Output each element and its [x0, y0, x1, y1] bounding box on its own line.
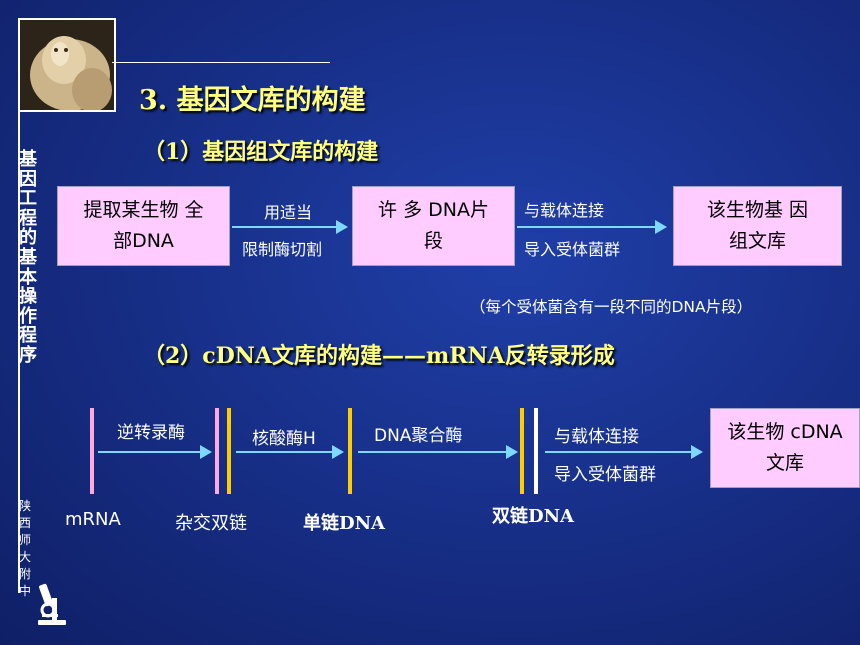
- arrow4-top-label: 与载体连接: [554, 427, 639, 447]
- section1-note: （每个受体菌含有一段不同的DNA片段）: [470, 298, 753, 316]
- box-dna-fragments-label: 许 多 DNA片段: [378, 199, 489, 252]
- box-extract-dna-label: 提取某生物 全部DNA: [83, 199, 204, 252]
- arrow2-bottom-label: 导入受体菌群: [524, 240, 621, 259]
- label-mrna: mRNA: [65, 509, 121, 530]
- arrow3-line: [98, 451, 202, 453]
- arrow1-top-label: 用适当: [264, 203, 313, 222]
- arrow4-line: [545, 451, 693, 453]
- strand-single: [348, 408, 352, 494]
- box-cdna-library: 该生物 cDNA文库: [710, 408, 860, 488]
- enzyme1-label: 逆转录酶: [117, 423, 185, 443]
- frame-line-horizontal: [112, 62, 330, 63]
- box-dna-fragments: 许 多 DNA片段: [352, 186, 515, 266]
- sheep-photo: [18, 18, 116, 112]
- arrow1-head: [336, 220, 348, 234]
- box-cdna-library-label: 该生物 cDNA文库: [727, 421, 843, 474]
- arrow2-top-label: 与载体连接: [524, 201, 605, 220]
- arrow3b-line: [236, 451, 334, 453]
- label-single-dna: 单链DNA: [303, 513, 386, 534]
- arrow3c-head: [506, 445, 518, 459]
- arrow2-line: [517, 226, 657, 228]
- arrow1-line: [232, 226, 338, 228]
- arrow2-head: [655, 220, 667, 234]
- section2-title: （2）cDNA文库的构建——mRNA反转录形成: [143, 343, 615, 369]
- box-genomic-library: 该生物基 因组文库: [673, 186, 842, 266]
- frame-line-vertical: [18, 108, 20, 593]
- enzyme2-label: 核酸酶H: [252, 429, 316, 449]
- enzyme3-label: DNA聚合酶: [374, 426, 463, 446]
- strand-hybrid-pink: [215, 408, 219, 494]
- sidebar-title: 基因工程的基本操作程序: [19, 149, 37, 366]
- arrow4-head: [691, 445, 703, 459]
- label-hybrid: 杂交双链: [175, 513, 247, 534]
- strand-double-white: [534, 408, 538, 494]
- arrow3b-head: [332, 445, 344, 459]
- school-name: 陕西师大附中: [18, 499, 31, 598]
- arrow1-bottom-label: 限制酶切割: [242, 240, 323, 259]
- strand-mrna: [90, 408, 94, 494]
- arrow3c-line: [358, 451, 508, 453]
- microscope-icon: [38, 583, 66, 625]
- box-extract-dna: 提取某生物 全部DNA: [57, 186, 230, 266]
- strand-hybrid-gold: [227, 408, 231, 494]
- strand-double-gold: [520, 408, 524, 494]
- label-double-dna: 双链DNA: [492, 506, 575, 527]
- arrow3-head: [200, 445, 212, 459]
- arrow4-bottom-label: 导入受体菌群: [554, 465, 656, 485]
- page-title: 3. 基因文库的构建: [139, 85, 366, 116]
- box-genomic-library-label: 该生物基 因组文库: [706, 199, 809, 252]
- section1-title: （1）基因组文库的构建: [143, 139, 379, 165]
